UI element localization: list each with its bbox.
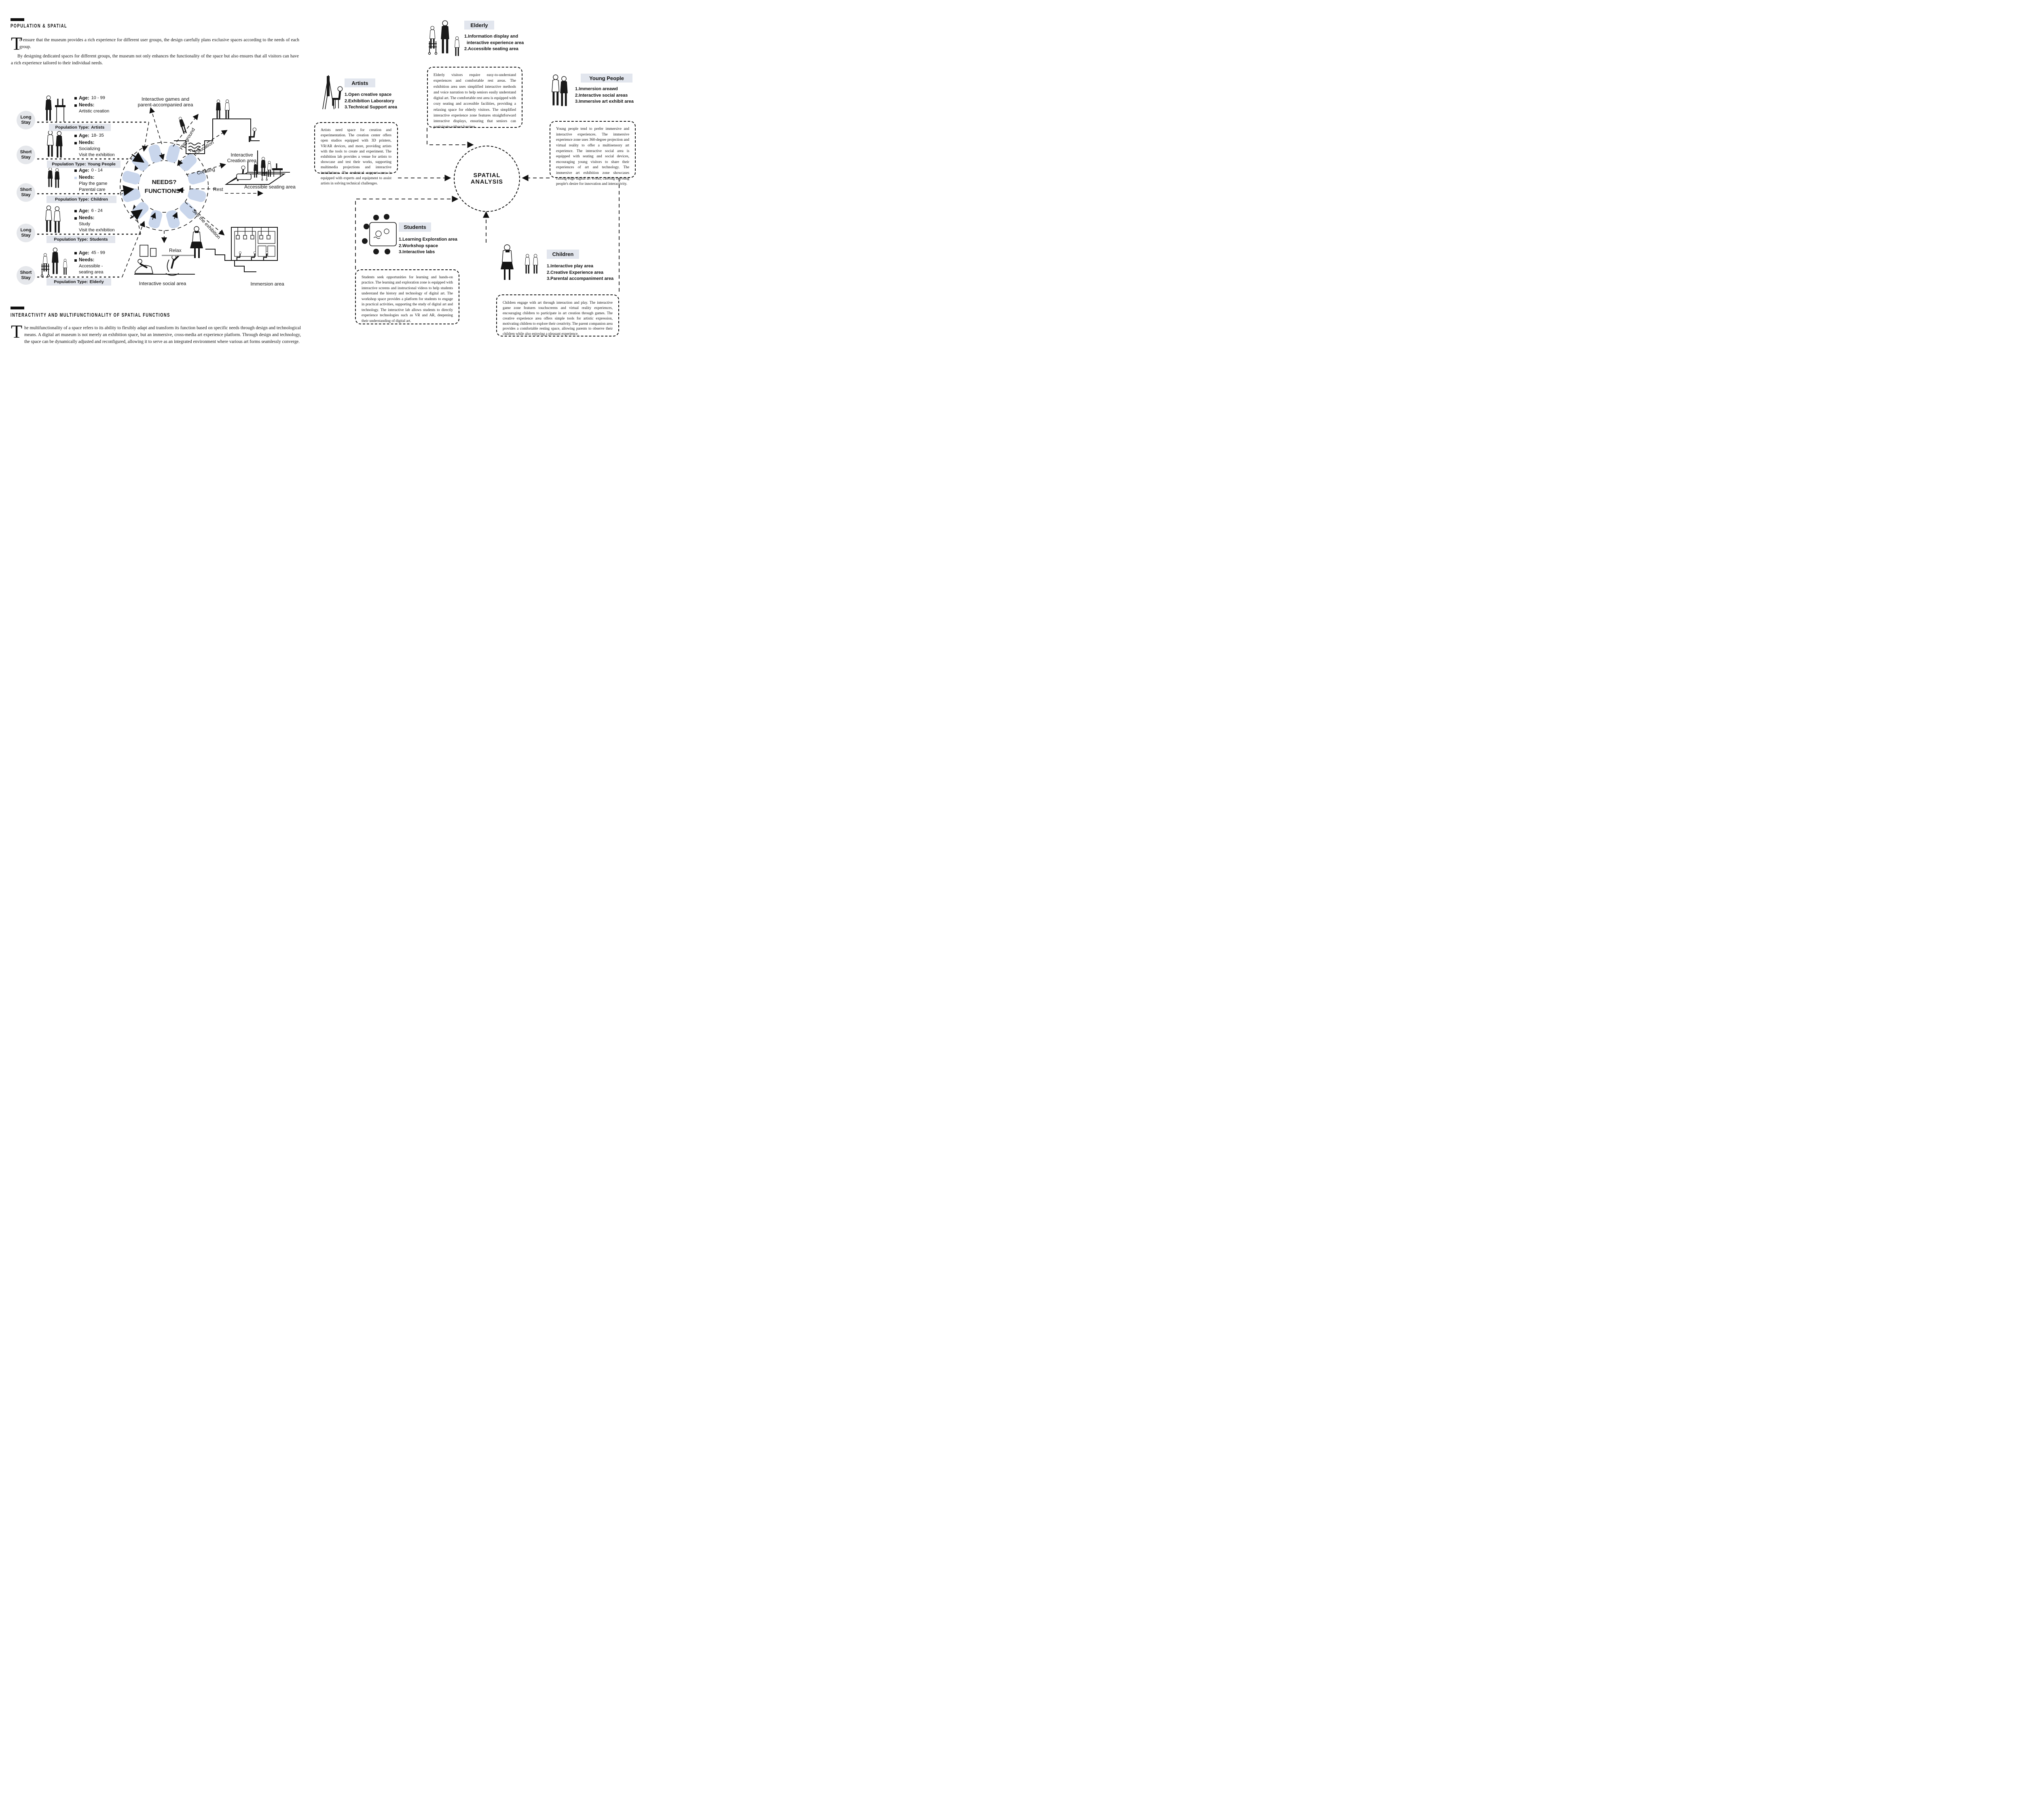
needs-functions-wheel	[120, 142, 209, 231]
area-label-accessible-seating: Accessible seating area	[244, 184, 296, 190]
card-list-children: 1.Interactive play area 2.Creative Exper…	[547, 264, 614, 281]
section-marker-2	[11, 307, 24, 309]
card-label-elderly: Elderly	[464, 21, 494, 30]
section-2-dropcap: T	[11, 321, 23, 342]
artist-sculpting-illustration	[46, 96, 66, 122]
card-list-students: 1.Learning Exploration area 2.Workshop s…	[399, 237, 457, 255]
students-illustration	[46, 206, 60, 233]
card-label-young-people: Young People	[581, 74, 632, 83]
card-label-children: Children	[547, 250, 579, 259]
card-label-students: Students	[399, 222, 431, 232]
students-table-illustration	[362, 214, 397, 254]
elderly-family-illustration	[40, 248, 68, 277]
diagram-layer	[37, 0, 620, 294]
card-list-artists: 1.Open creative space 2.Exhibition Labor…	[345, 92, 398, 110]
area-label-relax: Relax	[169, 248, 182, 253]
section-2-heading: INTERACTIVITY AND MULTIFUNCTIONALITY OF …	[11, 312, 170, 318]
wheel-arrows	[121, 152, 184, 220]
relax-social-illustration	[134, 245, 195, 276]
desc-elderly: Elderly visitors require easy-to-underst…	[427, 67, 522, 129]
area-label-interactive-social: Interactive social area	[139, 281, 186, 286]
intro-paragraph-1: o ensure that the museum provides a rich…	[19, 38, 299, 49]
relax-underline	[162, 255, 194, 256]
row-dividers	[37, 121, 149, 278]
presentation-board: POPULATION & SPATIAL T o ensure that the…	[0, 0, 647, 364]
accessible-seating-illustration	[228, 161, 290, 183]
population-type-children: Population Type:Children	[47, 196, 116, 203]
profile-young-people: Age:18- 35 Needs: Socializing Visit the …	[74, 132, 131, 158]
profile-students: Age:6 - 24 Needs: Study Visit the exhibi…	[74, 207, 131, 233]
intro-paragraph-2: By designing dedicated spaces for differ…	[11, 54, 299, 66]
immersion-room-illustration	[231, 227, 278, 261]
young-people-pair-illustration	[552, 75, 567, 106]
desc-students: Students seek opportunities for learning…	[355, 269, 459, 324]
profile-elderly: Age:45 - 99 Needs: Accessible - seating …	[74, 249, 131, 275]
intro-dropcap: T	[11, 33, 23, 54]
profile-children: Age:0 - 14 Needs: Play the game Parental…	[74, 167, 131, 193]
visitor-stairs-illustration	[190, 226, 256, 272]
desc-young-people: Young people tend to prefer immersive an…	[550, 121, 636, 186]
section-2-paragraph: he multifunctionality of a space refers …	[24, 326, 301, 344]
profile-artists: Age:10 - 99 Needs: Artistic creation	[74, 94, 131, 114]
area-label-immersion: Immersion area	[250, 281, 284, 287]
children-group-illustration	[501, 244, 539, 280]
area-label-rest: Rest	[213, 186, 223, 192]
card-list-young-people: 1.Immersion areawd 2.Interactive social …	[575, 87, 634, 104]
wheel-center-text: NEEDS?FUNCTIONS?	[144, 179, 184, 195]
spatial-analysis-connectors	[355, 128, 620, 294]
card-list-elderly: 1.Information display and interactive ex…	[464, 34, 524, 52]
artist-easel-illustration	[322, 75, 343, 110]
desc-artists: Artists need space for creation and expe…	[314, 122, 398, 186]
young-people-illustration	[47, 131, 62, 158]
population-type-young-people: Population Type:Young People	[47, 161, 121, 168]
playground-stairs-illustration	[174, 99, 260, 154]
children-illustration	[47, 167, 60, 188]
desc-children: Children engage with art through interac…	[496, 294, 619, 336]
section-marker	[11, 18, 24, 21]
population-type-elderly: Population Type:Elderly	[47, 278, 111, 286]
card-label-artists: Artists	[345, 78, 375, 87]
population-type-artists: Population Type:Artists	[49, 124, 111, 131]
elderly-group-illustration	[428, 21, 460, 57]
population-type-students: Population Type:Students	[47, 236, 115, 243]
section-kicker: POPULATION & SPATIAL	[11, 23, 68, 29]
